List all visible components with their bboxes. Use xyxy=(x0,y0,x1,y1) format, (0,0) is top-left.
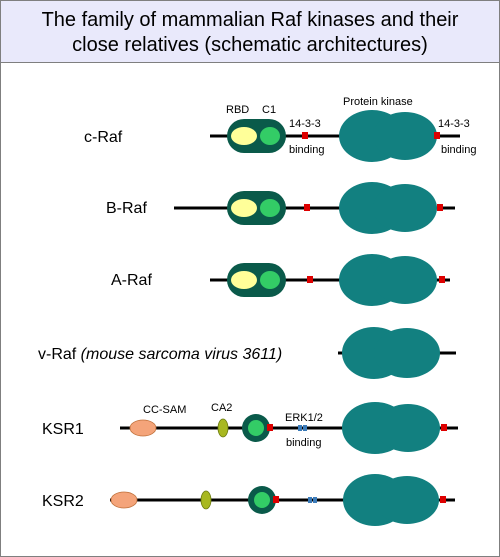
braf-kinase-lobe-c xyxy=(373,184,437,232)
ksr2-1433-site-left xyxy=(273,496,279,503)
row-label-vraf: v-Raf (mouse sarcoma virus 3611) xyxy=(38,346,282,363)
ksr1-ca2 xyxy=(217,418,229,438)
ksr1-cc-sam xyxy=(129,419,157,437)
braf-rbd xyxy=(231,199,257,217)
araf-c1 xyxy=(260,271,280,289)
cc-sam-label: CC-SAM xyxy=(143,404,186,416)
ca2-label: CA2 xyxy=(211,402,232,414)
binding-1433-right-line2: binding xyxy=(441,144,476,156)
braf-1433-site-right xyxy=(437,204,443,211)
vraf-kinase-lobe-c xyxy=(374,328,440,378)
ksr1-kinase-lobe-c xyxy=(376,404,440,452)
araf-kinase-lobe-c xyxy=(373,256,437,304)
ksr2-1433-site-right xyxy=(440,496,446,503)
craf-1433-site-right xyxy=(434,132,440,139)
araf-1433-site-right xyxy=(439,276,445,283)
araf-rbd xyxy=(231,271,257,289)
binding-1433-right-line1: 14-3-3 xyxy=(438,118,470,130)
ksr2-kinase-lobe-c xyxy=(375,476,439,524)
row-label-braf: B-Raf xyxy=(106,200,147,217)
protein-kinase-label: Protein kinase xyxy=(343,96,413,108)
ksr1-erk-site-a xyxy=(298,425,302,431)
erk-binding-line1: ERK1/2 xyxy=(285,412,323,424)
ksr2-cc-sam xyxy=(110,491,138,509)
ksr1-erk-site-b xyxy=(303,425,307,431)
title-line-1: The family of mammalian Raf kinases and … xyxy=(41,9,459,31)
vraf-name: v-Raf xyxy=(38,346,81,363)
row-label-ksr1: KSR1 xyxy=(42,421,84,438)
craf-1433-site-left xyxy=(302,132,308,139)
ksr2-erk-site-b xyxy=(313,497,317,503)
title-header: The family of mammalian Raf kinases and … xyxy=(1,1,499,63)
row-label-craf: c-Raf xyxy=(84,129,123,146)
craf-kinase-lobe-c xyxy=(373,112,437,160)
binding-1433-left-line1: 14-3-3 xyxy=(289,118,321,130)
vraf-note: (mouse sarcoma virus 3611) xyxy=(81,346,283,363)
braf-c1 xyxy=(260,199,280,217)
erk-binding-line2: binding xyxy=(286,437,321,449)
craf-rbd xyxy=(231,127,257,145)
rbd-label: RBD xyxy=(226,104,249,116)
ksr2-c1 xyxy=(254,492,270,508)
ksr1-1433-site-left xyxy=(267,424,273,431)
braf-1433-site-left xyxy=(304,204,310,211)
title-line-2: close relatives (schematic architectures… xyxy=(72,34,428,56)
ksr2-ca2 xyxy=(200,490,212,510)
row-label-ksr2: KSR2 xyxy=(42,493,84,510)
ksr1-c1 xyxy=(248,420,264,436)
row-label-araf: A-Raf xyxy=(111,272,152,289)
c1-label: C1 xyxy=(262,104,276,116)
araf-1433-site-left xyxy=(307,276,313,283)
ksr2-erk-site-a xyxy=(308,497,312,503)
ksr1-1433-site-right xyxy=(441,424,447,431)
craf-c1 xyxy=(260,127,280,145)
binding-1433-left-line2: binding xyxy=(289,144,324,156)
